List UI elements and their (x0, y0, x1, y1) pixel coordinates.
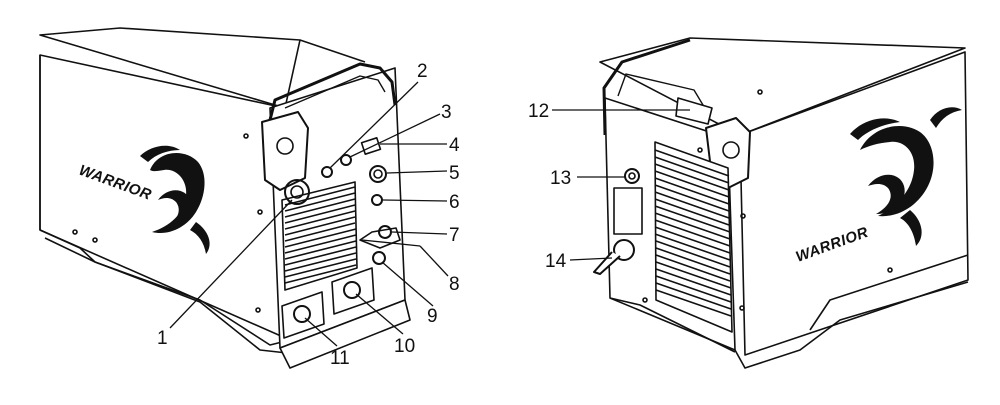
front-main-socket-core (290, 185, 304, 199)
leader-10 (355, 293, 404, 335)
front-bracket-8 (359, 227, 401, 249)
callout-6: 6 (449, 192, 460, 213)
front-cap-logo-icon (276, 137, 294, 155)
leader-2 (329, 81, 419, 169)
front-base-lip (44, 237, 306, 356)
front-knob-2 (321, 166, 333, 178)
front-connector-7 (378, 225, 392, 239)
front-knob-3 (340, 154, 352, 166)
callout-14: 14 (545, 251, 567, 272)
callout-9: 9 (427, 306, 438, 327)
front-handle-inner (284, 75, 386, 109)
rear-cap-logo-icon (722, 141, 740, 159)
callout-3: 3 (441, 102, 452, 123)
rear-leader-lines (552, 109, 690, 261)
rear-side-lower (809, 254, 969, 331)
front-rivet (72, 229, 78, 235)
callout-8: 8 (449, 274, 460, 295)
rear-base-rail (734, 281, 969, 369)
rear-mains-cable (593, 251, 621, 275)
front-leader-lines (169, 81, 449, 347)
callout-labels: 1 2 3 4 5 6 7 8 9 10 11 12 13 14 (157, 61, 571, 369)
rear-base-lip (609, 297, 736, 353)
callout-5: 5 (449, 163, 460, 184)
rear-switch-13-center (628, 172, 636, 180)
front-phoenix-logo-icon (140, 145, 210, 254)
front-terminal-10-plate (331, 267, 375, 315)
callout-4: 4 (449, 135, 460, 156)
rear-phoenix-logo-icon (850, 107, 962, 246)
rear-rivet (739, 305, 745, 311)
front-connector-9 (372, 251, 386, 265)
front-button-6 (371, 194, 383, 206)
front-main-socket (284, 179, 310, 205)
rear-rivet (697, 147, 703, 153)
leader-6 (382, 199, 448, 202)
front-corner-cap (261, 111, 309, 191)
front-rivet (255, 307, 261, 313)
leader-5 (386, 170, 448, 174)
front-view: WARRIOR (39, 27, 449, 369)
callout-13: 13 (550, 168, 571, 189)
callout-2: 2 (417, 61, 428, 82)
leader-9 (381, 261, 434, 307)
front-dial-5-center (373, 169, 383, 179)
leader-7 (391, 231, 448, 235)
rear-switch-plate (613, 187, 643, 235)
callout-11: 11 (330, 348, 350, 369)
callout-1: 1 (157, 328, 168, 349)
rear-rivet (642, 297, 648, 303)
leader-1 (169, 199, 293, 329)
rear-vent-grille (654, 141, 733, 333)
rear-view: WARRIOR (552, 37, 969, 369)
front-rivet (243, 133, 249, 139)
leader-11 (304, 317, 338, 347)
callout-12: 12 (528, 101, 549, 122)
front-handle-outer (268, 62, 397, 121)
leader-14 (569, 257, 613, 261)
front-rivet (92, 237, 98, 243)
rear-handle-outer (602, 38, 691, 136)
rear-switch-13 (624, 168, 640, 184)
rear-handle-inner (617, 73, 707, 111)
front-top-rim (299, 39, 366, 63)
leader-3 (349, 113, 441, 158)
front-rivet (257, 209, 263, 215)
front-plinth (279, 299, 411, 369)
callout-7: 7 (449, 225, 460, 246)
rear-cable-gland-14 (613, 239, 635, 261)
rear-rivet (757, 89, 763, 95)
rear-rivet (740, 213, 746, 219)
front-terminal-10 (343, 281, 361, 299)
front-base-rail (39, 229, 291, 346)
front-terminal-11-plate (281, 291, 325, 339)
front-terminal-11 (293, 305, 311, 323)
front-dial-5 (369, 165, 387, 183)
leader-8b (361, 239, 421, 247)
rear-rivet (887, 267, 893, 273)
front-vent-grille (281, 181, 358, 291)
callout-10: 10 (394, 336, 415, 357)
leader-8a (419, 245, 449, 277)
rear-side-panel (739, 51, 969, 356)
